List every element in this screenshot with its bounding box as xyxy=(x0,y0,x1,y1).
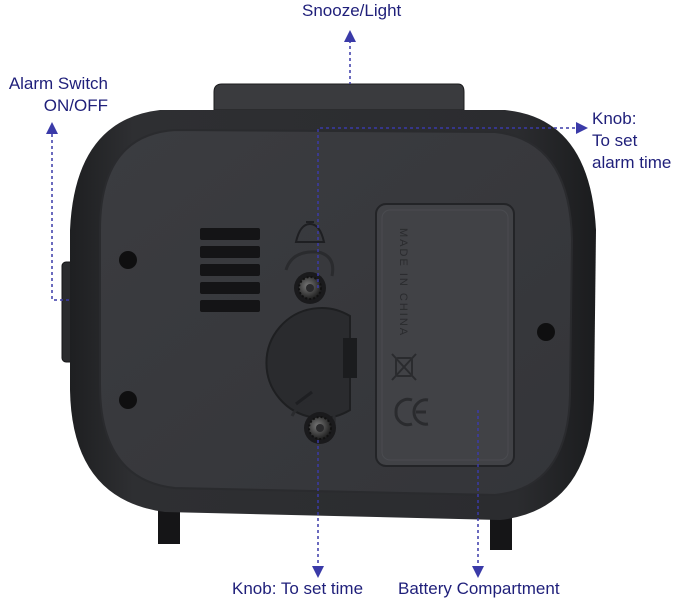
arrow-up-icon xyxy=(344,30,356,42)
screw-hole-upper-left xyxy=(119,251,137,269)
ce-mark-icon xyxy=(394,397,429,427)
alarm-knob-label: Knob: To set alarm time xyxy=(592,108,671,174)
alarm-time-knob[interactable] xyxy=(294,272,326,304)
pointer-lines xyxy=(51,40,578,568)
made-in-marking: MADE IN CHINA xyxy=(397,228,409,337)
snooze-bar[interactable] xyxy=(213,83,465,111)
snooze-light-text: Snooze/Light xyxy=(302,1,402,20)
arrow-right-icon xyxy=(576,122,588,134)
screw-hole-lower-left xyxy=(119,391,137,409)
arrow-down-icon xyxy=(312,566,324,578)
alarm-switch-line1: Alarm Switch xyxy=(8,74,108,93)
crossed-bin-icon xyxy=(391,353,417,381)
battery-cover[interactable] xyxy=(375,203,515,467)
dial-tab xyxy=(343,338,357,378)
time-knob-label: Knob: To set time xyxy=(232,578,363,600)
bell-icon xyxy=(294,221,326,243)
clock-hand-icon xyxy=(295,390,313,406)
time-knob-text: Knob: To set time xyxy=(232,579,364,598)
alarm-knob-line2: To set xyxy=(592,131,638,150)
time-set-knob[interactable] xyxy=(304,412,336,444)
snooze-light-label: Snooze/Light xyxy=(302,0,401,22)
alarm-switch-line2: ON/OFF xyxy=(43,96,108,115)
alarm-knob-line3: alarm time xyxy=(592,153,672,172)
arrow-down-icon xyxy=(472,566,484,578)
alarm-switch-label: Alarm Switch ON/OFF xyxy=(2,73,108,117)
battery-compartment-label: Battery Compartment xyxy=(398,578,560,600)
speaker-grille xyxy=(200,228,260,312)
rotate-arrow-icon xyxy=(290,400,336,425)
screw-hole-right xyxy=(537,323,555,341)
arrow-up-icon xyxy=(46,122,58,134)
alarm-knob-line1: Knob: xyxy=(592,109,637,128)
battery-compartment-text: Battery Compartment xyxy=(398,579,560,598)
